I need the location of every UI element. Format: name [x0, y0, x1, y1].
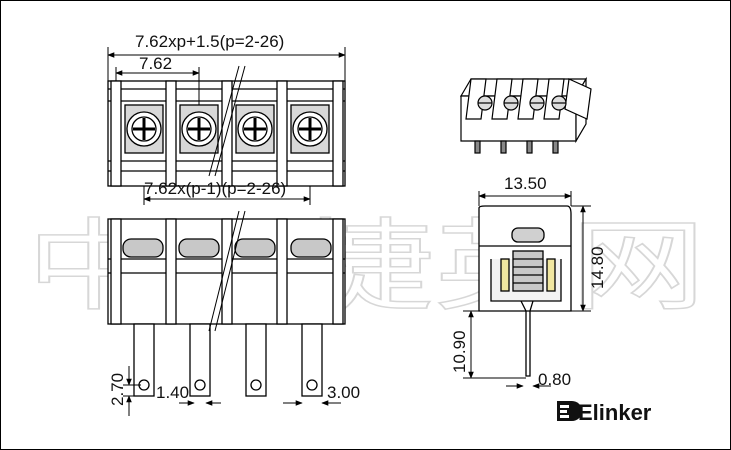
screw-4: [290, 104, 330, 154]
dim-pin-spacing: 3.00: [327, 383, 360, 402]
dim-pitch-span: 7.62x(p-1)(p=2-26): [144, 179, 286, 198]
top-dimensions: [107, 47, 346, 205]
side-view: [478, 205, 572, 377]
screw-3: [235, 104, 275, 154]
pin-2: [189, 323, 211, 397]
pin-4: [301, 323, 323, 397]
dim-pin-thickness: 0.80: [538, 370, 571, 389]
screw-2: [179, 104, 219, 154]
dim-pitch: 7.62: [139, 54, 172, 73]
isometric-view: [459, 76, 592, 154]
front-view: [107, 210, 346, 397]
dim-pin-width: 1.40: [156, 383, 189, 402]
dim-total-width: 7.62xp+1.5(p=2-26): [135, 32, 284, 51]
dim-side-width: 13.50: [504, 174, 547, 193]
dim-hole-offset: 2.70: [108, 373, 127, 406]
front-dimensions: [123, 366, 341, 416]
dim-pin-length: 10.90: [450, 330, 469, 373]
dim-side-height: 14.80: [588, 246, 607, 289]
pin-3: [245, 323, 267, 397]
brand-name: Elinker: [578, 400, 652, 425]
screw-1: [124, 104, 164, 154]
side-dimensions: [463, 191, 591, 389]
elinker-logo-icon: [557, 401, 582, 421]
pin-1: [133, 323, 155, 397]
top-view: [107, 65, 346, 187]
